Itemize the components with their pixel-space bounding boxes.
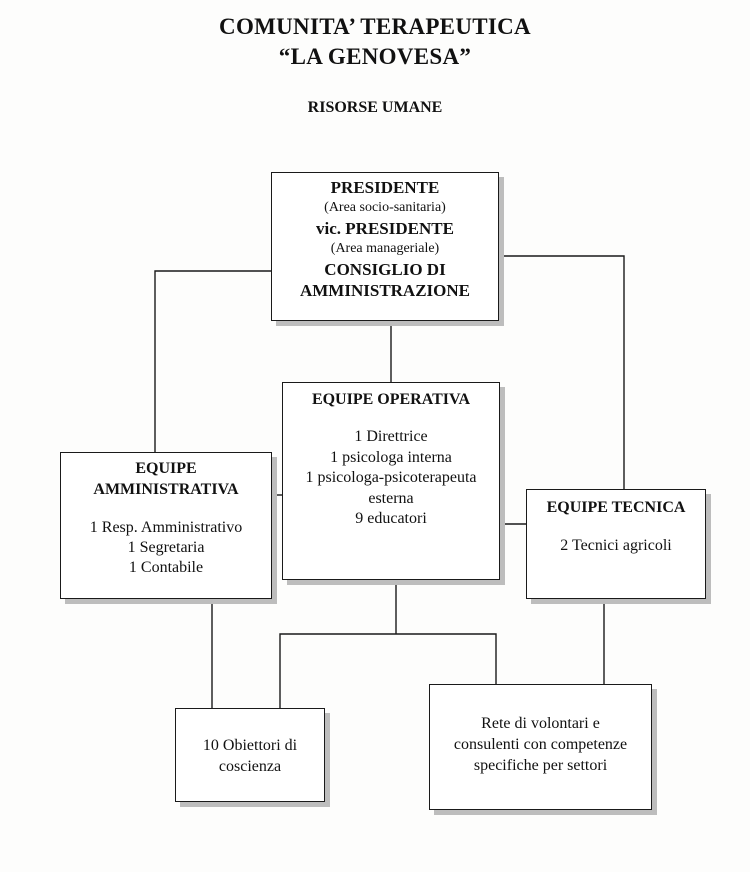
equipe-tecnica-title: EQUIPE TECNICA	[546, 499, 686, 516]
spacer	[61, 500, 271, 518]
equipe-amministrativa-member: 1 Contabile	[128, 559, 204, 576]
equipe-operativa-member: 9 educatori	[355, 510, 427, 527]
consiglio-line-1: CONSIGLIO DI	[324, 260, 446, 279]
equipe-amministrativa-member: 1 Resp. Amministrativo	[89, 519, 243, 536]
equipe-operativa-member: 1 Direttrice	[354, 428, 428, 445]
node-presidente: PRESIDENTE (Area socio-sanitaria) vic. P…	[271, 172, 499, 321]
consiglio-line-2: AMMINISTRAZIONE	[299, 281, 471, 300]
volontari-line: Rete di volontari e	[481, 715, 600, 732]
connector-split-horizontal	[279, 633, 497, 708]
node-equipe-amministrativa: EQUIPE AMMINISTRATIVA 1 Resp. Amministra…	[60, 452, 272, 599]
obiettori-line: coscienza	[218, 758, 282, 775]
volontari-line: consulenti con competenze	[453, 736, 628, 753]
equipe-operativa-member: 1 psicologa-psicoterapeuta	[305, 469, 477, 486]
node-volontari: Rete di volontari e consulenti con compe…	[429, 684, 652, 810]
connector-presidente-amministrativa	[154, 270, 271, 452]
node-equipe-tecnica: EQUIPE TECNICA 2 Tecnici agricoli	[526, 489, 706, 599]
equipe-amministrativa-title-line-1: EQUIPE	[135, 460, 197, 477]
equipe-tecnica-member: 2 Tecnici agricoli	[560, 537, 672, 554]
equipe-amministrativa-title-line-2: AMMINISTRATIVA	[93, 481, 239, 498]
vice-presidente-note: (Area manageriale)	[330, 241, 440, 256]
equipe-operativa-member: 1 psicologa interna	[330, 448, 452, 466]
page-subtitle: RISORSE UMANE	[307, 99, 443, 116]
vice-presidente-title: vic. PRESIDENTE	[316, 219, 454, 238]
page-title-line-2: “LA GENOVESA”	[278, 44, 472, 69]
volontari-line: specifiche per settori	[473, 757, 608, 774]
obiettori-line: 10 Obiettori di	[202, 737, 298, 754]
page-title-line-1: COMUNITA’ TERAPEUTICA	[219, 14, 531, 39]
equipe-amministrativa-member: 1 Segretaria	[127, 539, 205, 556]
equipe-operativa-title: EQUIPE OPERATIVA	[311, 391, 471, 408]
node-equipe-operativa: EQUIPE OPERATIVA 1 Direttrice 1 psicolog…	[282, 382, 500, 580]
equipe-operativa-member: esterna	[368, 489, 414, 507]
presidente-title: PRESIDENTE	[330, 178, 440, 197]
connector-presidente-tecnica	[499, 255, 625, 489]
presidente-note: (Area socio-sanitaria)	[324, 200, 446, 215]
node-obiettori: 10 Obiettori di coscienza	[175, 708, 325, 802]
